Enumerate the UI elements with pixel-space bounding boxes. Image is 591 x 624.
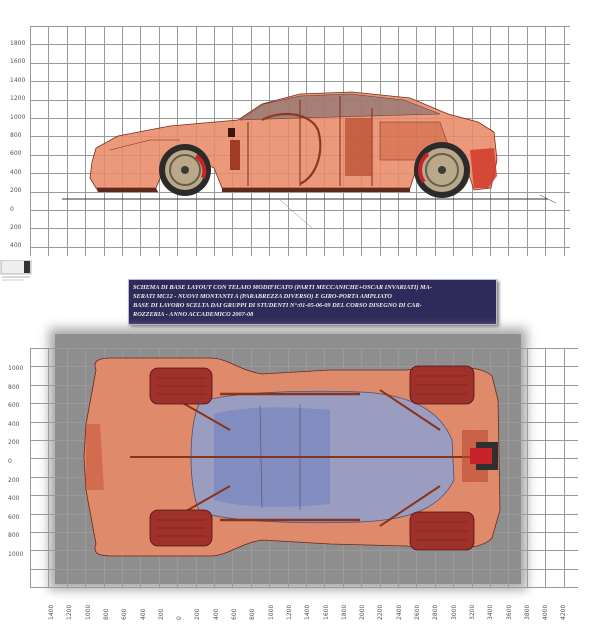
- legend-thumbnail: [0, 260, 32, 281]
- car-side-elevation: [62, 91, 557, 229]
- grid-line-vertical: [103, 26, 105, 256]
- x-tick-label: 1800: [340, 604, 348, 620]
- x-tick-label: 3800: [523, 604, 531, 620]
- grid-line-vertical: [30, 26, 31, 256]
- y-tick-label: 400: [10, 242, 22, 250]
- x-tick-label: 2600: [414, 604, 421, 620]
- grid-line-horizontal: [30, 44, 570, 45]
- y-tick-label: 1000: [8, 551, 24, 558]
- y-tick-label: 600: [8, 513, 20, 521]
- y-tick-label: 600: [10, 150, 22, 158]
- y-tick-label: 600: [8, 402, 20, 410]
- y-tick-label: 400: [8, 420, 20, 428]
- x-tick-label: 2800: [432, 604, 440, 620]
- grid-line-horizontal: [30, 550, 578, 551]
- grid-line-horizontal: [30, 348, 578, 349]
- grid-line-vertical: [85, 26, 86, 256]
- y-tick-label: 1800: [10, 40, 26, 47]
- grid-line-horizontal: [30, 587, 578, 588]
- caption-line-4: ROZZERIA - ANNO ACCADEMICO 2007-08: [133, 311, 254, 318]
- y-tick-label: 200: [10, 187, 22, 195]
- caption-line-1: SCHEMA DI BASE LAYOUT CON TELAIO MODIFIC…: [133, 284, 432, 291]
- y-tick-label: 400: [8, 495, 20, 503]
- grid-line-horizontal: [30, 210, 570, 211]
- y-tick-label: 1600: [10, 58, 26, 66]
- y-tick-label: 1000: [8, 365, 24, 372]
- y-tick-label: 1200: [10, 95, 26, 103]
- x-tick-label: 200: [194, 608, 202, 620]
- x-tick-label: 800: [249, 608, 257, 620]
- grid-line-horizontal: [30, 366, 578, 367]
- x-tick-label: 1400: [304, 604, 312, 620]
- x-tick-label: 3000: [450, 604, 458, 620]
- y-tick-label: 800: [10, 132, 22, 139]
- x-tick-label: 4200: [560, 604, 568, 620]
- y-tick-label: 1400: [10, 76, 26, 84]
- y-tick-label: 200: [8, 439, 20, 447]
- grid-line-vertical: [48, 26, 49, 256]
- x-tick-label: 3200: [468, 604, 476, 620]
- x-tick-label: 3600: [505, 604, 513, 620]
- grid-line-horizontal: [30, 246, 570, 248]
- x-tick-label: 1000: [267, 604, 275, 620]
- grid-line-horizontal: [30, 568, 578, 570]
- grid-line-horizontal: [30, 26, 570, 27]
- x-tick-label: 1200: [285, 604, 293, 620]
- x-tick-label: 400: [139, 608, 147, 620]
- grid-line-vertical: [545, 348, 546, 588]
- x-tick-label: 1000: [84, 604, 92, 620]
- x-tick-label: 1600: [322, 604, 330, 620]
- grid-line-vertical: [563, 348, 565, 588]
- x-tick-label: 800: [102, 608, 110, 620]
- grid-line-vertical: [508, 26, 509, 256]
- x-tick-label: 0: [176, 616, 184, 620]
- caption-box: SCHEMA DI BASE LAYOUT CON TELAIO MODIFIC…: [128, 279, 497, 325]
- y-tick-label: 400: [10, 168, 22, 176]
- x-tick-label: 2000: [359, 604, 367, 620]
- caption-line-2: SERATI MC12 - NUOVI MONTANTI A (PARABREZ…: [133, 293, 392, 300]
- x-tick-label: 600: [121, 608, 129, 620]
- x-tick-label: 2200: [377, 604, 385, 620]
- y-tick-label: 0: [10, 205, 14, 213]
- car-plan-view: [83, 357, 501, 557]
- y-tick-label: 0: [8, 458, 12, 465]
- grid-line-vertical: [545, 26, 546, 256]
- x-tick-label: 3400: [487, 604, 495, 620]
- x-tick-label: 1200: [66, 604, 74, 620]
- grid-line-vertical: [30, 348, 31, 588]
- x-tick-label: 1400: [48, 604, 55, 620]
- grid-line-vertical: [508, 348, 509, 588]
- y-tick-label: 800: [8, 383, 20, 391]
- y-tick-label: 1000: [10, 113, 26, 121]
- grid-line-vertical: [526, 26, 528, 256]
- grid-line-horizontal: [30, 228, 570, 229]
- caption-line-3: BASE DI LAVORO SCELTA DAI GRUPPI DI STUD…: [133, 302, 422, 309]
- grid-line-vertical: [526, 348, 528, 588]
- grid-line-horizontal: [30, 62, 570, 64]
- y-tick-label: 200: [10, 224, 22, 231]
- grid-line-vertical: [66, 348, 68, 588]
- x-tick-label: 400: [212, 608, 220, 620]
- y-tick-label: 200: [8, 476, 20, 484]
- x-tick-label: 600: [231, 608, 238, 620]
- x-tick-label: 2400: [395, 604, 403, 620]
- grid-line-vertical: [563, 26, 565, 256]
- x-tick-label: 4000: [542, 604, 550, 620]
- grid-line-vertical: [48, 348, 49, 588]
- y-tick-label: 800: [8, 532, 20, 540]
- grid-line-vertical: [66, 26, 68, 256]
- x-tick-label: 200: [157, 608, 165, 620]
- grid-line-horizontal: [30, 81, 570, 82]
